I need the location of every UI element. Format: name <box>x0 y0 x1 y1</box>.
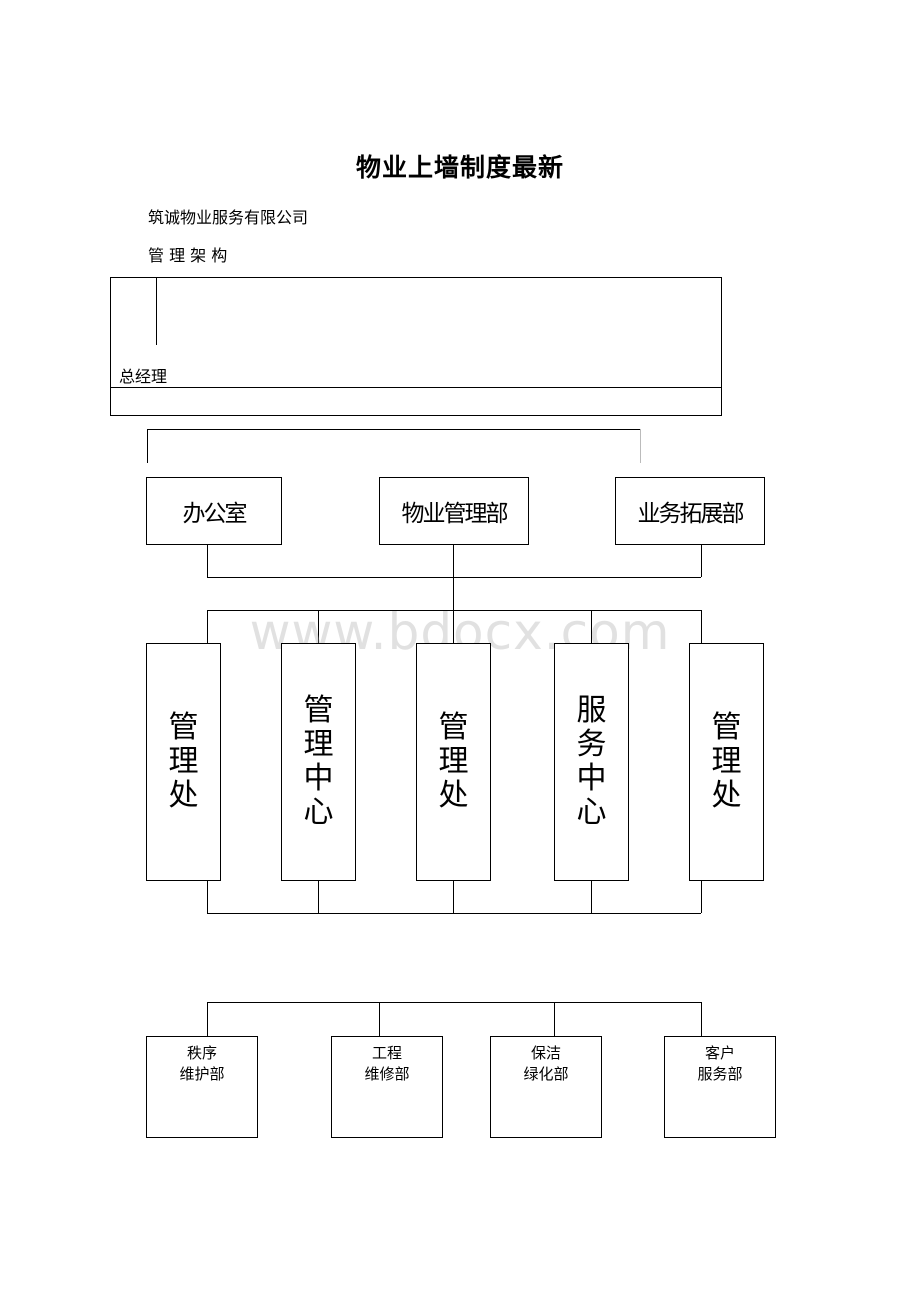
connector <box>207 881 208 913</box>
dept-label-line2: 服务部 <box>697 1065 743 1083</box>
dept-label-line2: 维护部 <box>179 1065 225 1083</box>
connector-top-left <box>147 429 148 463</box>
dept-security: 秩序 维护部 <box>146 1036 258 1138</box>
connector <box>453 545 454 643</box>
connector <box>591 610 592 643</box>
document-title: 物业上墙制度最新 <box>355 153 564 182</box>
dept-label-line1: 保洁 <box>530 1044 561 1062</box>
company-name: 筑诚物业服务有限公司 <box>148 208 309 227</box>
connector <box>701 881 702 913</box>
connector <box>207 1002 701 1003</box>
unit-management-office-2: 管理处 <box>416 643 491 881</box>
dept-engineering: 工程 维修部 <box>331 1036 443 1138</box>
gm-label: 总经理 <box>119 367 168 386</box>
connector <box>318 610 319 643</box>
dept-office: 办公室 <box>146 477 282 545</box>
connector <box>207 913 701 914</box>
gm-divider <box>110 387 722 388</box>
dept-label-line2: 绿化部 <box>523 1065 569 1083</box>
unit-label: 管理中心 <box>303 693 334 830</box>
connector <box>207 610 208 643</box>
unit-label: 管理处 <box>438 710 469 813</box>
dept-label-line1: 秩序 <box>186 1044 217 1062</box>
dept-property-management: 物业管理部 <box>379 477 529 545</box>
dept-label-line1: 客户 <box>704 1044 735 1062</box>
unit-label: 管理处 <box>168 710 199 813</box>
gm-box-marker <box>156 277 157 345</box>
connector <box>379 1002 380 1036</box>
connector-top <box>147 429 641 430</box>
unit-management-office-3: 管理处 <box>689 643 764 881</box>
dept-business-development: 业务拓展部 <box>615 477 765 545</box>
dept-customer-service: 客户 服务部 <box>664 1036 776 1138</box>
connector-top-right <box>640 429 641 463</box>
connector <box>701 545 702 577</box>
unit-label: 管理处 <box>711 710 742 813</box>
dept-label-line2: 维修部 <box>364 1065 410 1083</box>
unit-service-center: 服务中心 <box>554 643 629 881</box>
connector <box>207 577 701 578</box>
connector <box>207 610 701 611</box>
dept-label-line1: 工程 <box>371 1044 402 1062</box>
dept-cleaning: 保洁 绿化部 <box>490 1036 602 1138</box>
connector <box>554 1002 555 1036</box>
connector <box>701 610 702 643</box>
connector <box>591 881 592 913</box>
unit-management-center: 管理中心 <box>281 643 356 881</box>
unit-management-office-1: 管理处 <box>146 643 221 881</box>
unit-label: 服务中心 <box>576 693 607 830</box>
gm-box <box>110 277 722 416</box>
section-heading: 管 理 架 构 <box>148 246 228 265</box>
connector <box>453 881 454 913</box>
connector <box>207 1002 208 1036</box>
connector <box>701 1002 702 1036</box>
connector <box>318 881 319 913</box>
connector <box>207 545 208 577</box>
